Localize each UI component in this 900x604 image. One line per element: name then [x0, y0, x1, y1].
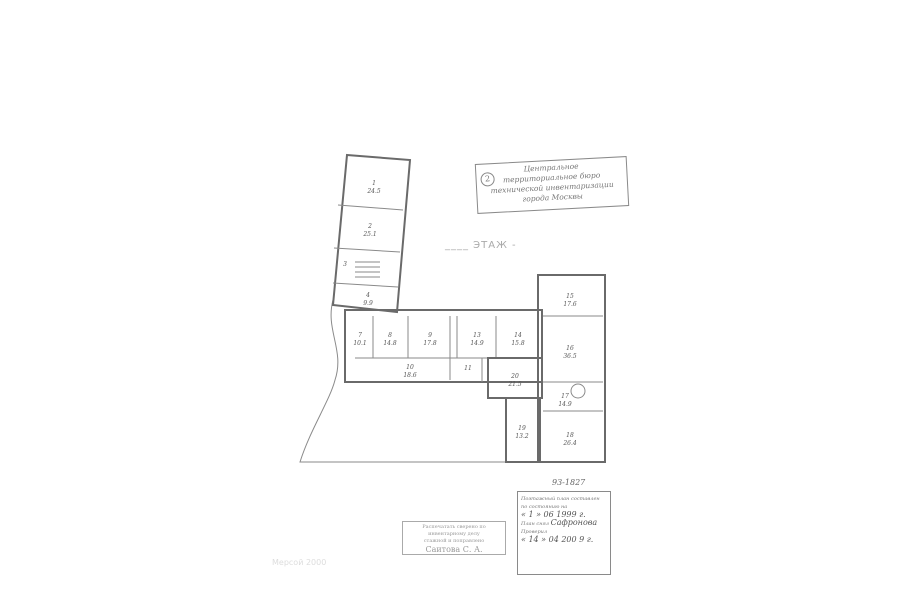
copy-line: Распечатать сверено по инвентарному делу: [422, 524, 486, 537]
site-outline: [299, 299, 520, 463]
room-number: 19: [518, 425, 526, 432]
room-area: 17.8: [423, 340, 437, 347]
room-number: 3: [343, 261, 347, 268]
room-number: 7: [358, 332, 362, 339]
room-area: 17.6: [563, 301, 577, 308]
room-number: 10: [406, 364, 414, 371]
spiral-stair-icon: [570, 383, 586, 399]
room-number: 1: [372, 180, 376, 187]
drawn-by: Сафронова: [550, 518, 598, 527]
inventory-number: 93-1827: [552, 478, 586, 487]
main-block: [344, 309, 543, 383]
room-area: 24.5: [366, 188, 381, 195]
copy-stamp: Распечатать сверено по инвентарному делу…: [402, 521, 506, 555]
room-area: 21.5: [507, 381, 522, 388]
room-number: 14: [514, 332, 522, 339]
room-area: 26.4: [562, 440, 577, 447]
room-area: 13.2: [515, 433, 529, 440]
check-date: « 14 » 04 200 9 г.: [521, 535, 594, 544]
room-number: 4: [365, 292, 370, 299]
room-number: 17: [561, 393, 569, 400]
survey-date: « 1 » 06 1999 г.: [521, 510, 586, 519]
bti-stamp: 2 Центральное территориальное бюро техни…: [474, 156, 630, 214]
floor-label: ____ ЭТАЖ -: [445, 240, 517, 251]
room-number: 11: [464, 365, 472, 372]
room-area: 10.1: [353, 340, 366, 347]
east-wing: [537, 274, 606, 463]
room-area: 25.1: [362, 231, 376, 238]
room-area: 14.8: [383, 340, 397, 347]
north-wing: [331, 153, 412, 314]
room-number: 2: [367, 223, 372, 230]
room-area: 15.8: [511, 340, 525, 347]
room-number: 16: [566, 345, 574, 352]
room-number: 18: [566, 432, 574, 439]
stairs-icon: [355, 261, 380, 278]
checked-label: Проверил: [521, 529, 548, 535]
date-stamp-header: Поэтажный план составлен по состоянию на: [521, 496, 600, 510]
room-number: 20: [510, 373, 519, 380]
room-area: 18.6: [403, 372, 417, 379]
room-number: 8: [388, 332, 392, 339]
room-area: 14.9: [558, 401, 572, 408]
room-number: 15: [566, 293, 574, 300]
room-number: 13: [473, 332, 481, 339]
date-stamp: Поэтажный план составлен по состоянию на…: [517, 491, 611, 575]
room-number: 9: [428, 332, 432, 339]
copy-line: стажной и поправлено: [423, 538, 485, 544]
room-area: 36.5: [563, 353, 577, 360]
room-area: 14.9: [470, 340, 484, 347]
room-area: 9.9: [363, 300, 373, 307]
copy-name: Саитова С. А.: [425, 545, 483, 554]
drawn-label: План снял: [521, 521, 549, 527]
watermark: Мерсой 2000: [272, 558, 327, 567]
